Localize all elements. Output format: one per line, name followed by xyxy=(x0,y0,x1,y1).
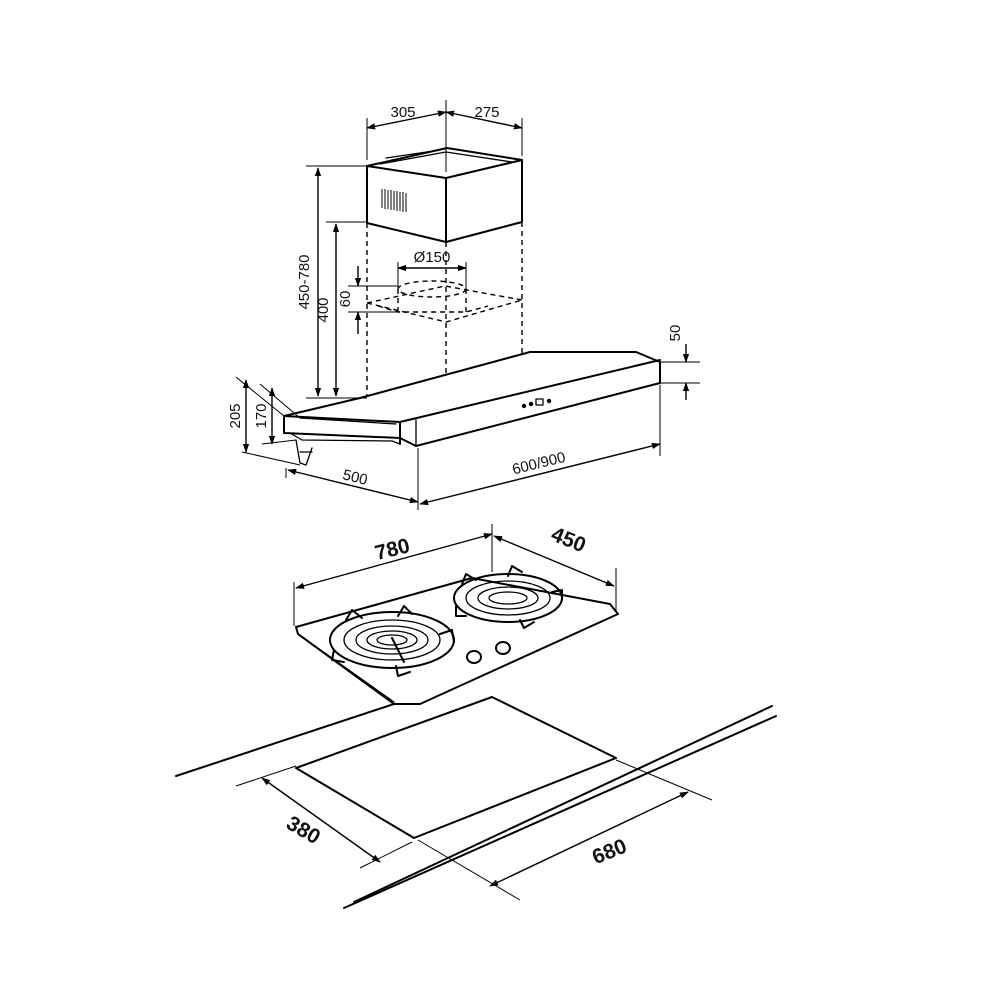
body-height-label: 170 xyxy=(253,403,270,428)
chimney-width-label: 305 xyxy=(390,104,415,121)
button-dot-icon xyxy=(546,398,552,404)
inner-height-label: 400 xyxy=(315,297,332,322)
chimney-depth-label: 275 xyxy=(474,104,499,121)
knob-icon xyxy=(495,641,511,655)
hood-depth-label: 500 xyxy=(341,466,369,489)
hood-canopy xyxy=(283,351,661,466)
gas-hob xyxy=(295,565,619,705)
vent-slots-icon xyxy=(381,189,407,212)
burner-left xyxy=(329,605,455,677)
display-icon xyxy=(535,398,544,406)
cutout-width-label: 680 xyxy=(589,835,630,869)
hob-knobs xyxy=(466,641,511,664)
front-panel-height-label: 50 xyxy=(667,325,684,342)
countertop-cutout xyxy=(175,696,777,909)
hood-control-buttons xyxy=(521,398,552,409)
button-dot-icon xyxy=(528,401,534,407)
cutout-dimensions: 380 680 xyxy=(235,759,713,901)
chimney-height-label: 450-780 xyxy=(296,254,313,309)
hood-chimney xyxy=(366,147,523,243)
total-height-label: 205 xyxy=(227,403,244,428)
hob-depth-label: 450 xyxy=(548,523,589,557)
button-dot-icon xyxy=(521,403,527,409)
duct-diameter-label: Ø150 xyxy=(414,249,451,266)
outlet-height-label: 60 xyxy=(337,291,354,308)
knob-icon xyxy=(466,650,482,664)
hob-width-label: 780 xyxy=(373,534,413,565)
